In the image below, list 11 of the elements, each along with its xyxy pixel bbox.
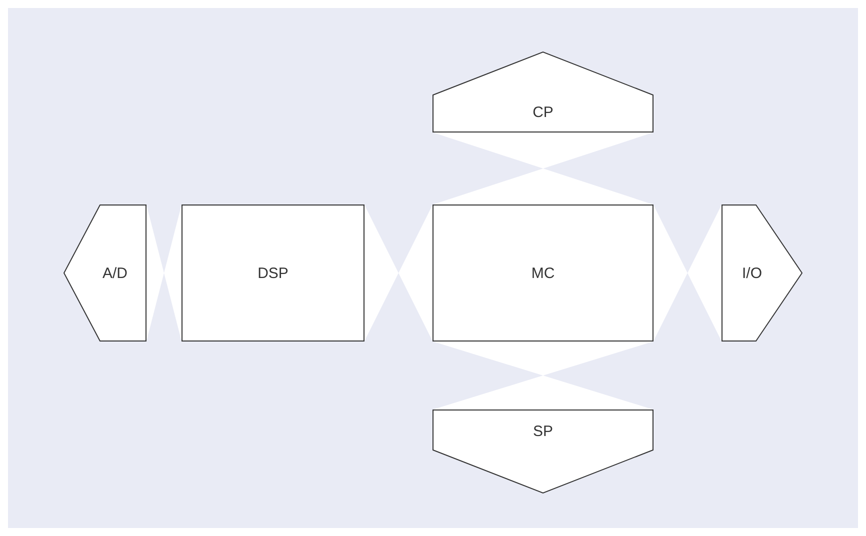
block-label: DSP: [258, 264, 288, 282]
block-label: I/O: [742, 264, 762, 282]
connector: [146, 205, 182, 341]
block-label: CP: [532, 104, 554, 120]
block-label: MC: [531, 264, 555, 282]
connector: [433, 132, 653, 204]
connector: [433, 342, 653, 410]
connector: [654, 205, 722, 341]
connector: [364, 205, 432, 341]
block-label: SP: [532, 423, 553, 440]
block-label: A/D: [102, 264, 128, 282]
